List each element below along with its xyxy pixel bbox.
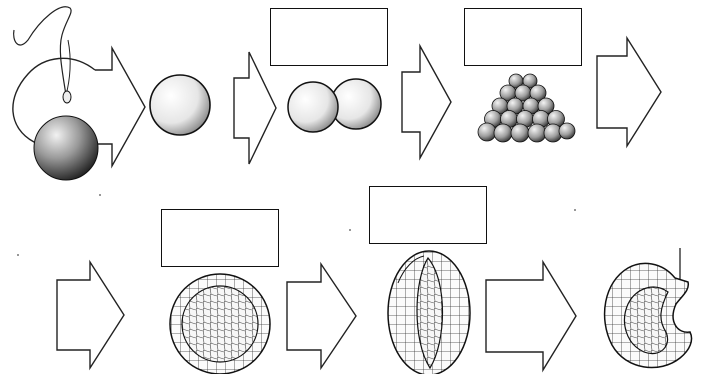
invaginating-embryo-icon bbox=[388, 251, 470, 374]
two-cell-icon bbox=[288, 79, 381, 132]
answer-box-2[interactable] bbox=[464, 8, 582, 66]
arrow-1 bbox=[95, 48, 145, 166]
hollow-ball-icon bbox=[170, 274, 270, 374]
answer-box-1[interactable] bbox=[270, 8, 388, 66]
arrow-3 bbox=[402, 46, 451, 158]
sperm-and-egg-icon bbox=[13, 7, 98, 180]
cup-embryo-icon bbox=[605, 248, 692, 368]
arrow-6 bbox=[287, 264, 356, 368]
arrow-2 bbox=[234, 52, 276, 164]
answer-box-3[interactable] bbox=[161, 209, 279, 267]
arrow-7 bbox=[486, 262, 576, 370]
answer-box-4[interactable] bbox=[369, 186, 487, 244]
arrow-4 bbox=[597, 38, 661, 146]
speck-marks bbox=[17, 194, 576, 256]
arrow-5 bbox=[57, 262, 124, 368]
cell-cluster-icon bbox=[478, 74, 575, 142]
single-cell-icon bbox=[150, 75, 210, 135]
